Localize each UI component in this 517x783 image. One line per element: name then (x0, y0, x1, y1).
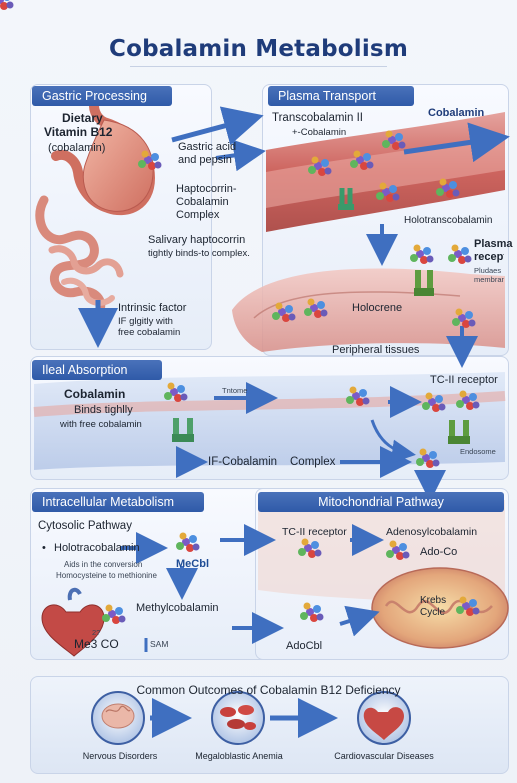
label-sam: SAM (150, 640, 168, 649)
molecule-cluster-icon (308, 157, 332, 177)
label-tntome: Tntome (222, 386, 247, 395)
label-hapto-complex: Complex (176, 209, 219, 222)
header-intracellular: Intracellular Metabolism (32, 492, 204, 512)
label-salivary-binds: tightly binds-to complex. (148, 248, 250, 259)
label-plasma-receptor-1: Plasma (474, 238, 513, 251)
molecule-cluster-icon (164, 383, 188, 403)
outcome-nervous-disorders: Nervous Disorders (80, 750, 160, 763)
label-mecbl: MeCbl (176, 558, 209, 571)
molecule-cluster-icon (456, 597, 480, 617)
label-plus-cobalamin: +-Cobalamin (292, 127, 346, 138)
label-intrinsic-factor: Intrinsic factor (118, 302, 186, 315)
receptor-icon (414, 270, 434, 296)
molecule-cluster-icon (176, 533, 200, 553)
label-aids-conversion: Aids in the conversion (64, 560, 142, 569)
molecule-cluster-icon (102, 605, 126, 625)
outcome-megaloblastic-anemia: Megaloblastic Anemia (184, 750, 294, 763)
molecule-cluster-icon (456, 391, 480, 411)
label-endosome: Endosome (460, 447, 496, 456)
label-cobalamin-paren: (cobalamin) (48, 142, 105, 155)
molecule-cluster-icon (416, 449, 440, 469)
label-plasma-receptor-2: receptor (474, 251, 504, 264)
header-ileal-absorption: Ileal Absorption (32, 360, 162, 380)
label-holotracobalamin: Holotracobalamin (54, 542, 140, 555)
molecule-cluster-icon (422, 393, 446, 413)
label-gastric-acid: Gastric acid (178, 141, 236, 154)
outcomes-title: Common Outcomes of Cobalamin B12 Deficie… (30, 684, 507, 697)
label-and-pepsin: and pepsin (178, 154, 232, 167)
molecule-cluster-icon (298, 539, 322, 559)
molecule-cluster-icon (300, 603, 324, 623)
molecule-cluster-icon (436, 179, 460, 199)
label-if-cobalamin: IF-Cobalamin (208, 456, 277, 469)
label-free-cobalamin: free cobalamin (118, 327, 180, 338)
bullet-dot: • (42, 542, 46, 555)
molecule-cluster-icon (304, 299, 328, 319)
molecule-cluster-icon (376, 183, 400, 203)
receptor-icon (448, 420, 470, 444)
label-pludaes: Pludaes (474, 266, 501, 275)
receptor-icon (172, 418, 194, 442)
label-adenosylcobalamin: Adenosylcobalamin (386, 526, 477, 539)
molecule-cluster-icon (386, 541, 410, 561)
receptor-icon (338, 188, 354, 210)
label-ileal-cobalamin: Cobalamin (64, 388, 125, 401)
label-membrane: membrane (474, 275, 504, 284)
label-cycle: Cycle (420, 606, 445, 619)
label-peripheral-tissues: Peripheral tissues (332, 344, 419, 357)
label-complex: Complex (290, 456, 335, 469)
label-hapto-cobalamin: Cobalamin (176, 196, 229, 209)
molecule-cluster-icon (452, 309, 476, 329)
molecule-cluster-icon (138, 151, 162, 171)
label-if-binds: IF glgitly with (118, 316, 173, 327)
label-cytosolic: Cytosolic Pathway (38, 520, 132, 533)
label-ileal-tc2-receptor: TC-II receptor (430, 374, 498, 387)
molecule-cluster-icon (350, 151, 374, 171)
label-salivary: Salivary haptocorrin (148, 234, 245, 247)
header-plasma-transport: Plasma Transport (268, 86, 414, 106)
label-dietary: Dietary (62, 112, 103, 125)
molecule-cluster-icon (272, 303, 296, 323)
label-me3co: Me3 CO (74, 638, 119, 651)
label-adocbl: AdoCbl (286, 640, 322, 653)
molecule-cluster-icon (346, 387, 370, 407)
label-holocrene: Holocrene (352, 302, 402, 315)
molecule-cluster-icon (382, 131, 406, 151)
label-transcobalamin: Transcobalamin II (272, 112, 363, 125)
label-mito-tc2-receptor: TC-II receptor (282, 526, 347, 539)
label-plasma-cobalamin: Cobalamin (428, 107, 484, 120)
label-homocysteine: Homocysteine to methionine (56, 571, 157, 580)
label-methylcobalamin: Methylcobalamin (136, 602, 219, 615)
label-ado-co: Ado-Co (420, 546, 457, 559)
label-holotranscobalamin: Holotranscobalamin (404, 214, 492, 227)
molecule-cluster-icon (410, 245, 434, 265)
label-vitamin-b12: Vitamin B12 (44, 126, 112, 139)
label-binds-tightly: Binds tighlly (74, 404, 133, 417)
outcome-cardiovascular-diseases: Cardiovascular Diseases (322, 750, 446, 763)
label-me3-sup: 2? (92, 628, 100, 637)
molecule-cluster-icon (448, 245, 472, 265)
header-gastric-processing: Gastric Processing (32, 86, 172, 106)
header-mitochondrial: Mitochondrial Pathway (258, 492, 504, 512)
label-haptocorrin: Haptocorrin- (176, 183, 237, 196)
label-with-free-cobalamin: with free cobalamin (60, 419, 142, 430)
